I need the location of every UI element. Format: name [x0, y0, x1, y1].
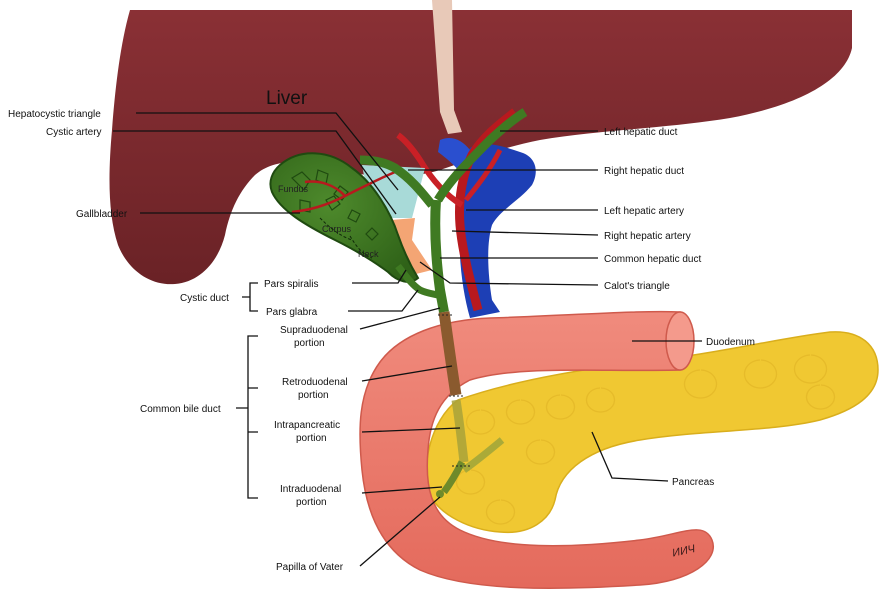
- label-intraduodenal: Intraduodenal portion: [280, 484, 344, 508]
- bracket-common-bile-duct: [236, 336, 258, 498]
- label-common-hepatic-duct: Common hepatic duct: [604, 254, 701, 265]
- bracket-cystic-duct: [242, 283, 258, 311]
- label-pars-spiralis: Pars spiralis: [264, 279, 318, 290]
- label-right-hepatic-artery: Right hepatic artery: [604, 231, 691, 242]
- label-intrapancreatic: Intrapancreatic portion: [274, 420, 343, 444]
- label-pars-glabra: Pars glabra: [266, 307, 318, 318]
- label-right-hepatic-duct: Right hepatic duct: [604, 166, 684, 177]
- papilla-of-vater: [436, 490, 444, 498]
- label-papilla-of-vater: Papilla of Vater: [276, 562, 344, 573]
- label-left-hepatic-duct: Left hepatic duct: [604, 127, 678, 138]
- label-calots-triangle: Calot's triangle: [604, 281, 670, 292]
- label-left-hepatic-artery: Left hepatic artery: [604, 206, 684, 217]
- label-gallbladder: Gallbladder: [76, 209, 128, 220]
- neck-label: Neck: [358, 249, 379, 259]
- liver-label: Liver: [266, 88, 308, 109]
- leader-pars-glabra: [348, 290, 418, 311]
- label-pancreas: Pancreas: [672, 477, 714, 488]
- leader-calots-triangle: [420, 262, 598, 285]
- fundus-label: Fundus: [278, 184, 309, 194]
- label-cystic-duct: Cystic duct: [180, 293, 229, 304]
- label-common-bile-duct: Common bile duct: [140, 404, 221, 415]
- label-supraduodenal: Supraduodenal portion: [280, 325, 351, 349]
- label-duodenum: Duodenum: [706, 337, 755, 348]
- label-cystic-artery: Cystic artery: [46, 127, 102, 138]
- label-retroduodenal: Retroduodenal portion: [282, 377, 350, 401]
- label-hepatocystic-triangle: Hepatocystic triangle: [8, 109, 101, 120]
